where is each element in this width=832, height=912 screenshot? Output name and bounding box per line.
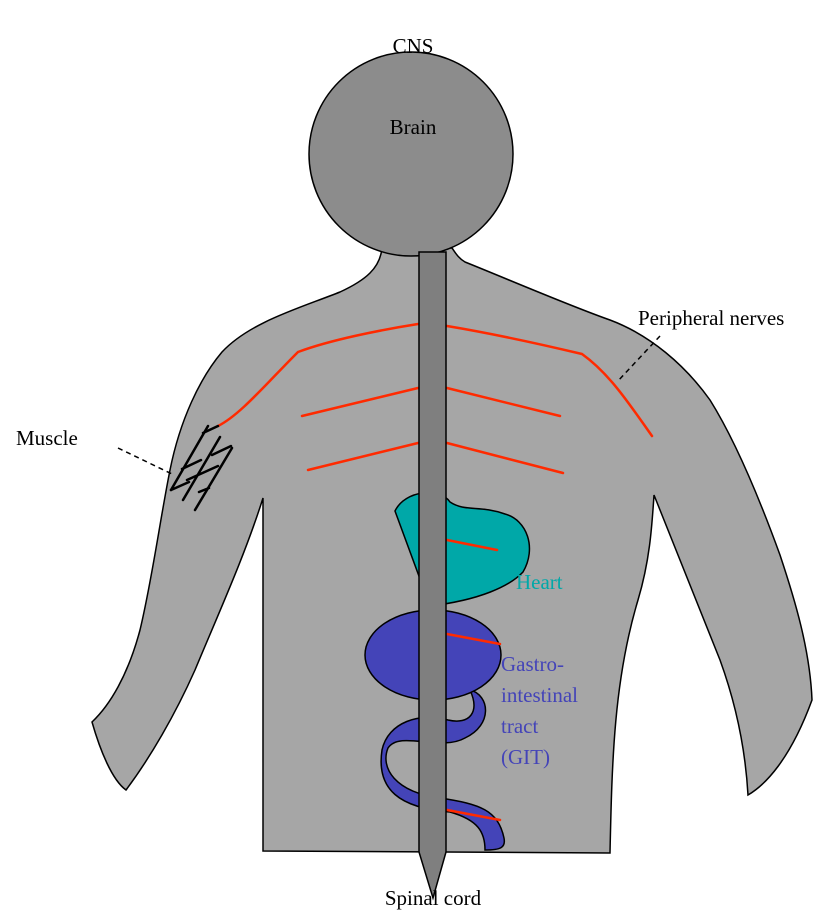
cns-label: CNS [393, 34, 434, 58]
muscle-leader-line [118, 448, 172, 474]
git-label-line3: tract [501, 714, 538, 738]
muscle-label: Muscle [16, 426, 78, 450]
git-label-line1: Gastro- [501, 652, 564, 676]
git-label-line4: (GIT) [501, 745, 550, 769]
head-brain [309, 52, 513, 256]
heart-label: Heart [516, 570, 563, 594]
spinal-cord-label: Spinal cord [385, 886, 482, 910]
peripheral-nerves-label: Peripheral nerves [638, 306, 784, 330]
brain-label: Brain [390, 115, 437, 139]
spinal-cord [419, 252, 446, 898]
git-label-line2: intestinal [501, 683, 578, 707]
